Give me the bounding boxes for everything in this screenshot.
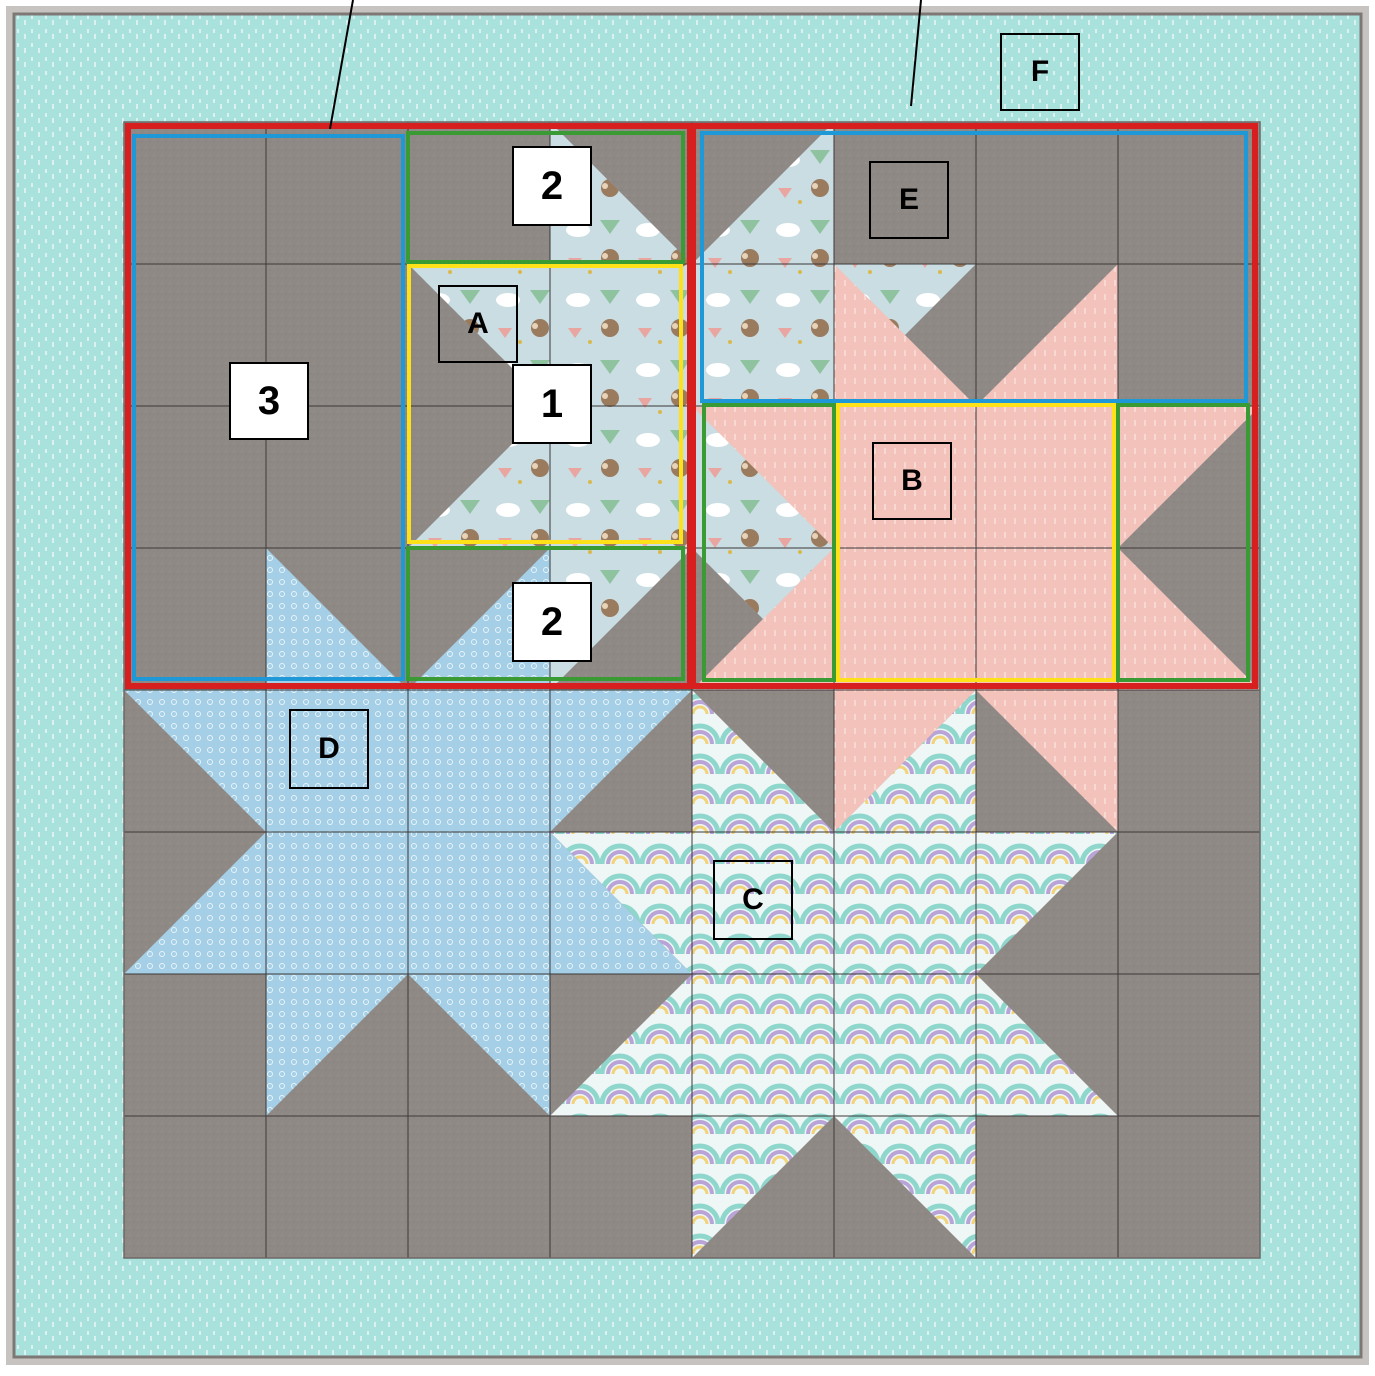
label-2-top: 2 bbox=[512, 146, 592, 226]
label-F: F bbox=[1000, 33, 1080, 111]
label-B: B bbox=[872, 442, 952, 520]
label-1: 1 bbox=[512, 364, 592, 444]
label-A: A bbox=[438, 285, 518, 363]
label-2-bottom: 2 bbox=[512, 582, 592, 662]
label-E: E bbox=[869, 161, 949, 239]
label-D: D bbox=[289, 709, 369, 789]
label-C: C bbox=[713, 860, 793, 940]
label-3: 3 bbox=[229, 362, 309, 440]
